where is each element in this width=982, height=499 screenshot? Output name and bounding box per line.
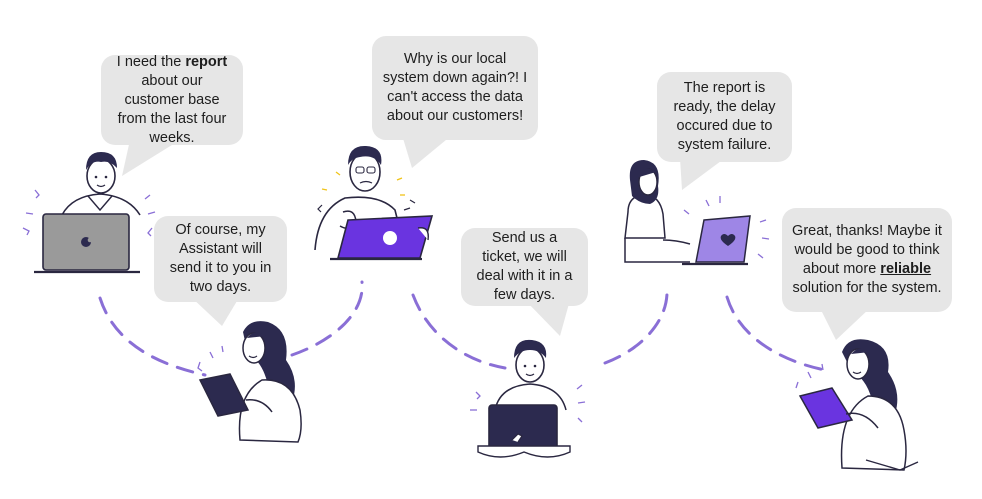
speech-bubble-report-ready: The report is ready, the delay occured d… [657, 72, 792, 162]
speech-text: Great, thanks! Maybe it would be good to… [792, 223, 942, 296]
speech-text: I need the report about our customer bas… [116, 53, 228, 146]
man-purple-laptop [314, 145, 434, 261]
speech-text: Send us a ticket, we will deal with it i… [476, 230, 573, 303]
heart-icon [720, 234, 736, 246]
apple-logo-icon [81, 237, 93, 247]
speech-bubble-system-down: Why is our local system down again?! I c… [372, 36, 538, 140]
woman-lilac-laptop [624, 160, 770, 266]
speech-text: Of course, my Assistant will send it to … [169, 222, 272, 295]
tablet-icon [798, 387, 854, 429]
woman-purple-tablet [795, 339, 919, 471]
speech-bubble-assistant-reply: Of course, my Assistant will send it to … [154, 216, 287, 302]
man-navy-laptop [470, 339, 586, 458]
circle-logo-icon [383, 231, 397, 245]
speech-bubble-reliable-solution: Great, thanks! Maybe it would be good to… [782, 208, 952, 312]
speech-text: The report is ready, the delay occured d… [673, 80, 776, 153]
woman-tablet [197, 321, 302, 443]
emphasis-reliable: reliable [880, 261, 932, 277]
bubble-tails [122, 135, 870, 340]
man-gray-laptop [22, 152, 156, 274]
speech-text: Why is our local system down again?! I c… [382, 51, 528, 124]
dashed-connector [98, 280, 827, 377]
laptop-icon [488, 404, 558, 451]
speech-bubble-report-request: I need the report about our customer bas… [101, 53, 243, 146]
emphasis-report: report [185, 53, 228, 70]
speech-bubble-send-ticket: Send us a ticket, we will deal with it i… [461, 228, 588, 306]
tablet-icon [198, 373, 250, 417]
